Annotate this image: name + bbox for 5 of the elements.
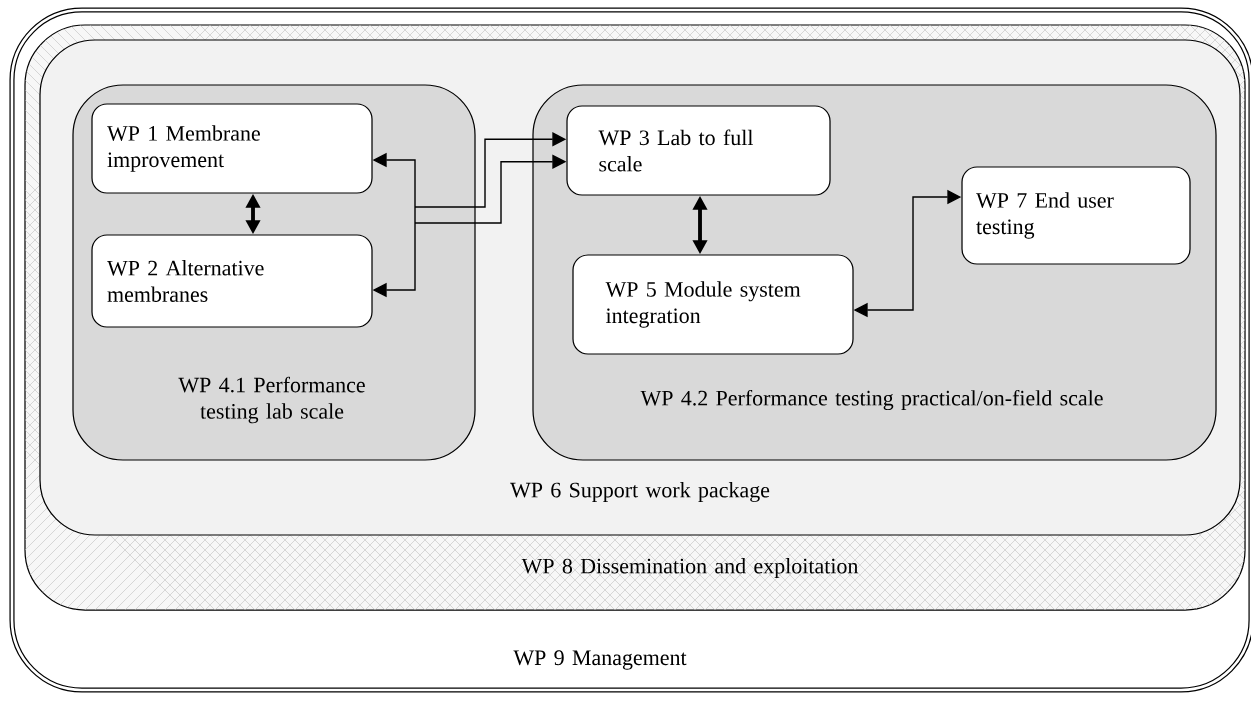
- process-box: WP 2 Alternative membranes: [91, 234, 373, 328]
- process-box: WP 7 End user testing: [961, 166, 1191, 265]
- process-box: WP 1 Membrane improvement: [91, 103, 373, 194]
- process-box: WP 5 Module system integration: [572, 254, 854, 355]
- process-box: WP 3 Lab to full scale: [566, 105, 831, 196]
